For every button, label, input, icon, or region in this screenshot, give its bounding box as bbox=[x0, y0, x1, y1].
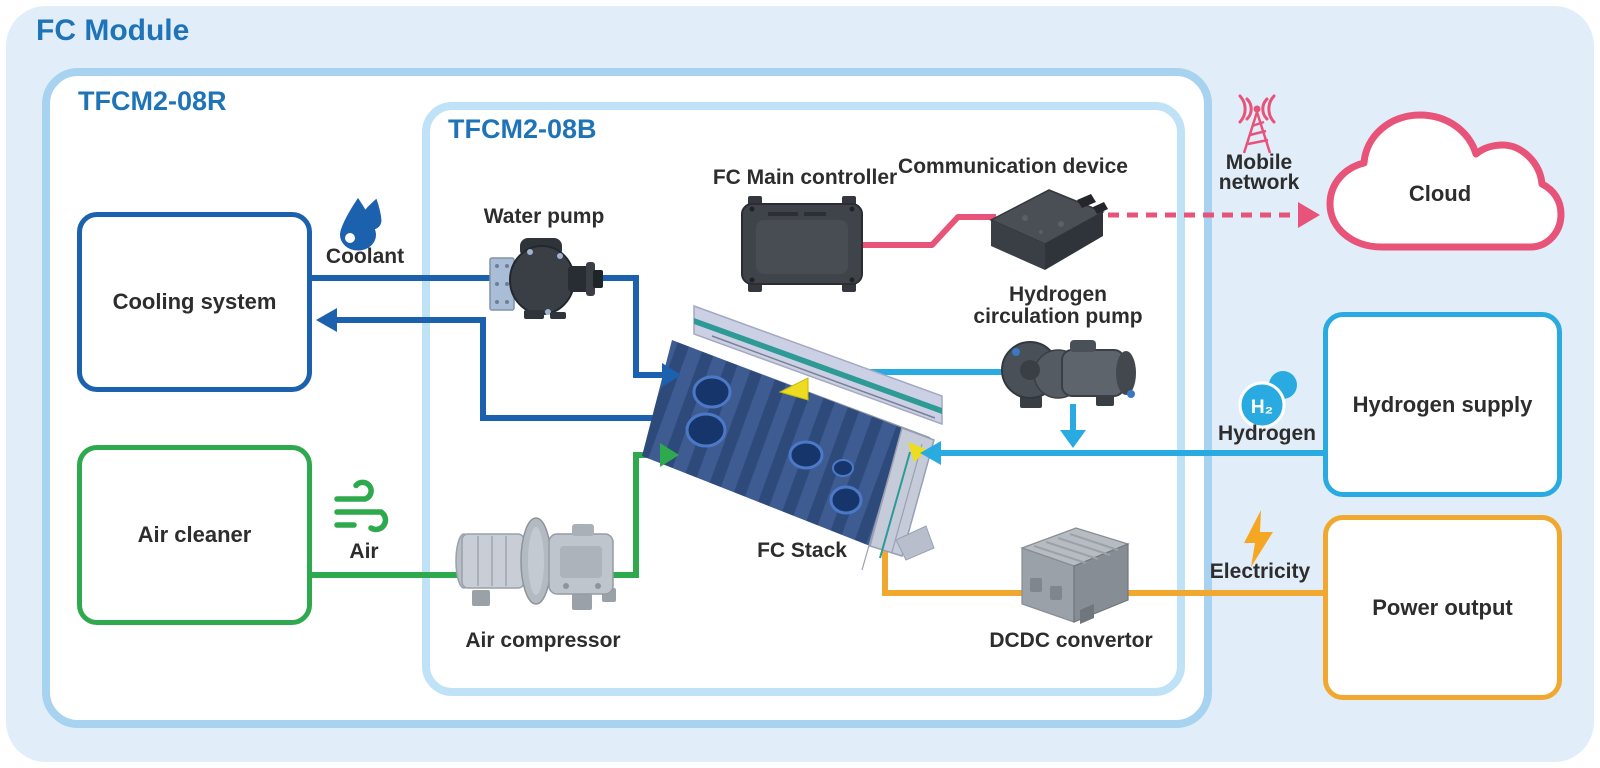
electricity-bolt-icon bbox=[1244, 510, 1273, 567]
air-label: Air bbox=[349, 540, 379, 563]
mobile-network-label-line2: network bbox=[1218, 171, 1300, 194]
hydrogen-circulation-pump-label: Hydrogen circulation pump bbox=[973, 284, 1142, 328]
air-cleaner-label: Air cleaner bbox=[137, 522, 252, 547]
cooling-system-node: Cooling system bbox=[77, 212, 312, 392]
h2-symbol-text: H₂ bbox=[1251, 397, 1273, 418]
module-tfcm2-08b-label: TFCM2-08B bbox=[448, 114, 597, 144]
air-wind-icon bbox=[334, 479, 389, 533]
hydrogen-label: Hydrogen bbox=[1217, 422, 1317, 445]
hydrogen-into-stack-arrowhead bbox=[920, 441, 941, 465]
hydrogen-supply-label: Hydrogen supply bbox=[1352, 391, 1533, 417]
hydrogen-circulation-pump-label-line1: Hydrogen bbox=[1008, 283, 1107, 306]
mobile-network-label-line1: Mobile bbox=[1225, 151, 1293, 174]
mobile-network-tower-icon bbox=[1238, 94, 1276, 154]
air-compressor-image bbox=[455, 517, 616, 610]
dcdc-convertor-label: DCDC convertor bbox=[989, 629, 1153, 652]
page-title: FC Module bbox=[36, 14, 190, 47]
coolant-return-line bbox=[336, 317, 686, 421]
water-pump-image bbox=[489, 238, 603, 319]
communication-line bbox=[860, 214, 996, 248]
hydrogen-circulation-pump-label-line2: circulation pump bbox=[973, 305, 1143, 328]
cooling-system-label: Cooling system bbox=[112, 289, 277, 314]
coolant-drops-icon bbox=[340, 198, 382, 251]
hydrogen-down-arrowhead bbox=[1060, 430, 1086, 448]
fc-stack-label: FC Stack bbox=[757, 539, 847, 562]
power-output-node: Power output bbox=[1323, 515, 1562, 700]
air-arrowhead bbox=[660, 443, 679, 467]
coolant-in-arrowhead bbox=[662, 363, 681, 387]
power-output-label: Power output bbox=[1372, 594, 1513, 620]
cloud-shape bbox=[1326, 111, 1565, 251]
coolant-out-line bbox=[312, 275, 664, 378]
communication-device-label: Communication device bbox=[898, 155, 1128, 178]
hydrogen-circulation-pump-image bbox=[1001, 340, 1136, 408]
dcdc-convertor-image bbox=[1020, 527, 1130, 624]
fc-stack-image bbox=[642, 304, 943, 571]
fc-main-controller-label: FC Main controller bbox=[712, 166, 898, 189]
air-compressor-label: Air compressor bbox=[465, 629, 621, 652]
fc-main-controller-image bbox=[741, 196, 863, 292]
electricity-label: Electricity bbox=[1209, 560, 1311, 583]
coolant-return-arrowhead bbox=[316, 308, 337, 332]
coolant-label: Coolant bbox=[325, 245, 405, 268]
cloud-label: Cloud bbox=[1408, 181, 1472, 206]
mobile-network-arrowhead bbox=[1298, 202, 1320, 228]
module-tfcm2-08r-label: TFCM2-08R bbox=[78, 86, 227, 116]
water-pump-label: Water pump bbox=[483, 205, 605, 228]
air-cleaner-node: Air cleaner bbox=[77, 445, 312, 625]
hydrogen-supply-node: Hydrogen supply bbox=[1323, 312, 1562, 497]
mobile-network-label: Mobile network bbox=[1218, 151, 1300, 194]
hydrogen-h2-icon: H₂ bbox=[1238, 371, 1297, 429]
communication-device-image bbox=[989, 189, 1108, 270]
